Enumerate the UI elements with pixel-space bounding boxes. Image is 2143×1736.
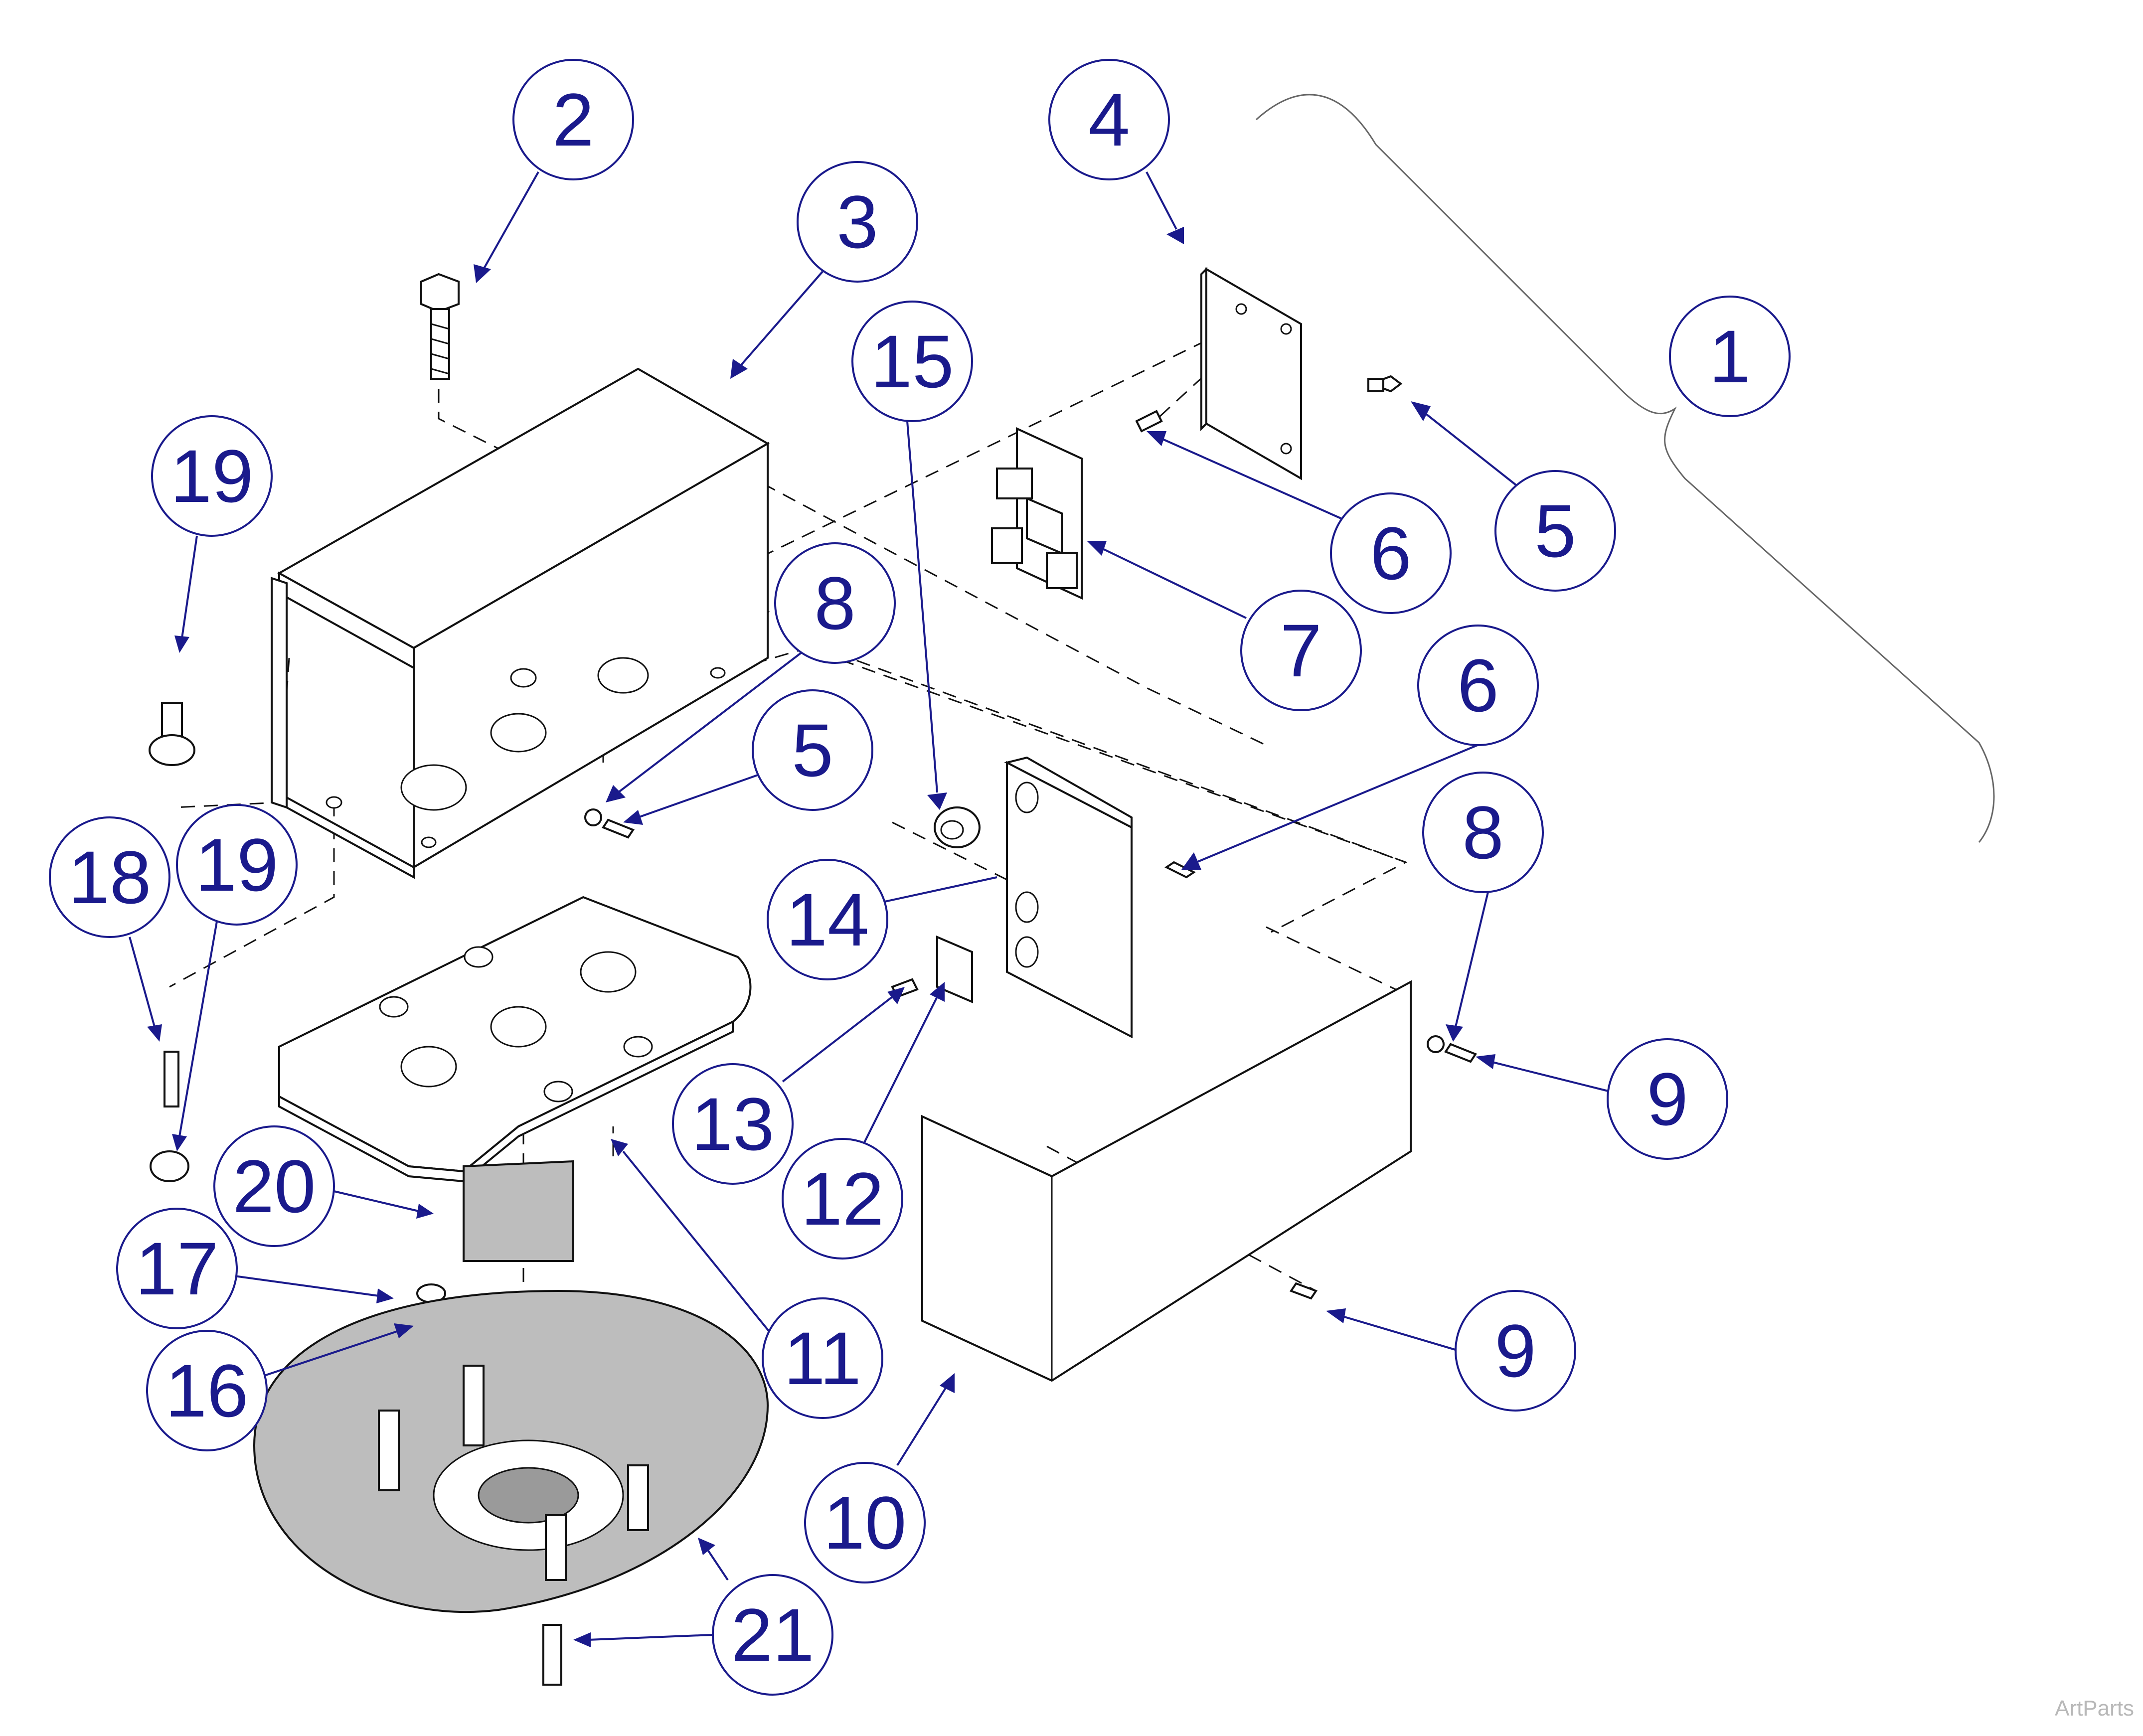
callout-5a: 5 — [1494, 470, 1616, 592]
watermark-text: ArtParts — [2055, 1696, 2134, 1721]
callout-17: 17 — [116, 1208, 238, 1329]
callout-13: 13 — [672, 1063, 794, 1185]
assembly-brace — [1255, 94, 1995, 843]
svg-text:10: 10 — [824, 1481, 907, 1565]
callout-18: 18 — [49, 816, 170, 938]
callout-10: 10 — [804, 1462, 926, 1583]
svg-text:21: 21 — [731, 1593, 815, 1677]
part-shaded-block — [463, 1160, 574, 1262]
part-bottom-screw — [542, 1624, 562, 1686]
callout-3: 3 — [797, 161, 918, 283]
part-hex-bolt — [420, 273, 460, 380]
part-grommet — [934, 806, 981, 848]
callout-6b: 6 — [1417, 625, 1539, 746]
callout-11: 11 — [762, 1297, 883, 1419]
callout-9b: 9 — [1455, 1290, 1576, 1412]
svg-text:19: 19 — [170, 434, 254, 518]
svg-text:15: 15 — [871, 319, 954, 403]
callout-19a: 19 — [151, 415, 273, 537]
callout-21: 21 — [712, 1574, 833, 1696]
svg-text:19: 19 — [195, 823, 279, 907]
callout-2: 2 — [512, 59, 634, 180]
callout-8b: 8 — [1422, 772, 1544, 893]
part-knob-19a — [149, 702, 195, 766]
callout-9a: 9 — [1607, 1038, 1728, 1160]
part-screw-5a — [1367, 375, 1403, 393]
part-screw-8-5 — [584, 808, 635, 839]
svg-text:1: 1 — [1709, 315, 1750, 398]
part-standoff-6a — [1135, 410, 1163, 433]
callout-6a: 6 — [1330, 492, 1452, 614]
part-screw-9a — [1427, 1035, 1478, 1063]
svg-text:18: 18 — [68, 835, 152, 919]
part-terminal-block — [936, 935, 973, 1004]
svg-text:9: 9 — [1647, 1057, 1688, 1141]
part-housing-shell — [253, 1289, 769, 1613]
part-base-plate — [278, 896, 752, 1183]
part-cover — [921, 980, 1412, 1382]
callout-8a: 8 — [774, 542, 896, 664]
part-stud — [164, 1051, 179, 1107]
callout-15: 15 — [851, 301, 973, 422]
callout-19b: 19 — [176, 804, 298, 926]
svg-text:16: 16 — [165, 1349, 249, 1432]
svg-text:5: 5 — [1534, 489, 1576, 573]
callout-16: 16 — [146, 1330, 268, 1451]
callout-5b: 5 — [752, 689, 873, 811]
part-bracket — [1004, 756, 1133, 1039]
callout-20: 20 — [213, 1125, 335, 1247]
svg-text:11: 11 — [784, 1316, 861, 1400]
part-screw-6b — [1164, 861, 1196, 879]
part-mounting-plate — [1200, 267, 1302, 480]
svg-text:4: 4 — [1088, 78, 1130, 161]
svg-text:6: 6 — [1457, 643, 1498, 727]
svg-text:8: 8 — [1462, 790, 1503, 874]
part-cap-19b — [150, 1150, 189, 1182]
part-circuit-board — [991, 427, 1083, 600]
svg-text:7: 7 — [1280, 609, 1321, 692]
svg-text:13: 13 — [691, 1082, 775, 1166]
leader-lines — [129, 171, 1611, 1647]
part-box-enclosure — [271, 367, 770, 879]
svg-text:2: 2 — [552, 78, 594, 161]
svg-text:17: 17 — [136, 1227, 219, 1310]
svg-text:14: 14 — [786, 878, 869, 961]
callout-1: 1 — [1669, 296, 1791, 417]
svg-text:6: 6 — [1370, 511, 1411, 595]
callout-12: 12 — [782, 1138, 903, 1260]
svg-text:3: 3 — [836, 180, 878, 264]
svg-text:20: 20 — [233, 1144, 316, 1228]
svg-text:5: 5 — [792, 708, 833, 792]
callout-7: 7 — [1240, 590, 1362, 711]
callout-14: 14 — [767, 859, 888, 980]
callout-4: 4 — [1048, 59, 1170, 180]
svg-text:9: 9 — [1494, 1309, 1536, 1393]
svg-text:12: 12 — [801, 1157, 884, 1241]
svg-text:8: 8 — [814, 561, 855, 645]
part-screw-9b — [1289, 1282, 1318, 1300]
